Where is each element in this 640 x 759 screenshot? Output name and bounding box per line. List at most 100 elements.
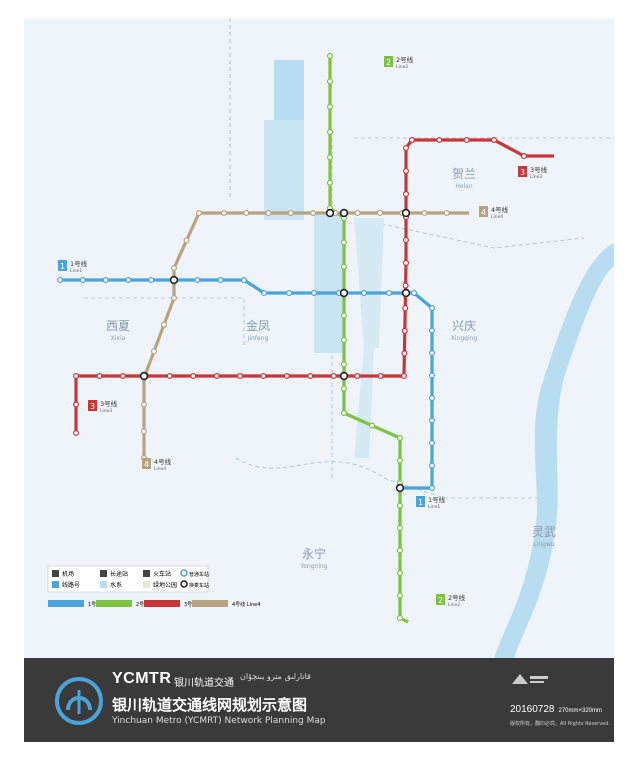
- line2-station[interactable]: [369, 422, 376, 429]
- line1-station[interactable]: [286, 290, 293, 297]
- line3-station[interactable]: [330, 373, 337, 380]
- line3-station[interactable]: [72, 401, 79, 408]
- line3-station[interactable]: [72, 373, 79, 380]
- line3-station[interactable]: [354, 373, 361, 380]
- line4-station[interactable]: [171, 295, 178, 302]
- line1-station[interactable]: [386, 290, 393, 297]
- line2-station[interactable]: [397, 592, 404, 599]
- line3-station[interactable]: [237, 373, 244, 380]
- transfer-station[interactable]: [401, 288, 411, 298]
- line2-station[interactable]: [341, 312, 348, 319]
- line2-station[interactable]: [341, 239, 348, 246]
- line3-station[interactable]: [402, 282, 409, 289]
- transfer-station[interactable]: [139, 371, 149, 381]
- line2-station[interactable]: [327, 179, 334, 186]
- line4-station[interactable]: [265, 210, 272, 217]
- transfer-station[interactable]: [339, 288, 349, 298]
- line2-station[interactable]: [397, 435, 404, 442]
- line4-station[interactable]: [376, 210, 383, 217]
- line3-station[interactable]: [402, 305, 409, 312]
- line3-station[interactable]: [260, 373, 267, 380]
- line2-station[interactable]: [341, 263, 348, 270]
- line2-station[interactable]: [397, 525, 404, 532]
- line1-station[interactable]: [261, 290, 268, 297]
- line1-station[interactable]: [148, 277, 155, 284]
- line2-station[interactable]: [341, 385, 348, 392]
- line1-station[interactable]: [125, 277, 132, 284]
- line3-station[interactable]: [119, 373, 126, 380]
- line2-station[interactable]: [327, 78, 334, 85]
- line3-station[interactable]: [401, 350, 408, 357]
- line2-station[interactable]: [327, 154, 334, 161]
- line1-station[interactable]: [311, 290, 318, 297]
- line1-station[interactable]: [429, 440, 436, 447]
- line1-station[interactable]: [361, 290, 368, 297]
- line3-station[interactable]: [491, 136, 498, 143]
- line2-station[interactable]: [397, 547, 404, 554]
- line4-station[interactable]: [221, 210, 228, 217]
- line1-station[interactable]: [411, 290, 418, 297]
- line3-station[interactable]: [409, 136, 416, 143]
- line2-station[interactable]: [397, 502, 404, 509]
- line3-station[interactable]: [436, 136, 443, 143]
- line4-station[interactable]: [421, 210, 428, 217]
- line3-station[interactable]: [401, 373, 408, 380]
- transfer-station[interactable]: [401, 208, 411, 218]
- line1-station[interactable]: [102, 277, 109, 284]
- line2-station[interactable]: [327, 52, 334, 59]
- line1-station[interactable]: [217, 277, 224, 284]
- transfer-station[interactable]: [169, 275, 179, 285]
- line4-station[interactable]: [161, 321, 168, 328]
- line1-station[interactable]: [429, 305, 436, 312]
- line3-station[interactable]: [307, 373, 314, 380]
- line4-station[interactable]: [196, 210, 203, 217]
- line1-station[interactable]: [241, 277, 248, 284]
- line3-station[interactable]: [166, 373, 173, 380]
- line2-station[interactable]: [341, 361, 348, 368]
- line2-station[interactable]: [397, 457, 404, 464]
- line4-station[interactable]: [287, 210, 294, 217]
- line3-station[interactable]: [403, 191, 410, 198]
- line3-station[interactable]: [401, 327, 408, 334]
- line3-station[interactable]: [213, 373, 220, 380]
- line4-station[interactable]: [140, 401, 147, 408]
- line3-station[interactable]: [283, 373, 290, 380]
- line1-station[interactable]: [56, 277, 63, 284]
- line3-station[interactable]: [403, 260, 410, 267]
- line1-station[interactable]: [429, 417, 436, 424]
- line1-station[interactable]: [429, 462, 436, 469]
- transfer-station[interactable]: [325, 208, 335, 218]
- line1-station[interactable]: [429, 485, 436, 492]
- line1-station[interactable]: [429, 395, 436, 402]
- line2-station[interactable]: [397, 614, 404, 621]
- line1-station[interactable]: [429, 327, 436, 334]
- line3-station[interactable]: [403, 144, 410, 151]
- line2-station[interactable]: [327, 128, 334, 135]
- line1-station[interactable]: [79, 277, 86, 284]
- line4-station[interactable]: [183, 237, 190, 244]
- line3-station[interactable]: [96, 373, 103, 380]
- line2-station[interactable]: [327, 103, 334, 110]
- line4-station[interactable]: [150, 348, 157, 355]
- line1-station[interactable]: [429, 372, 436, 379]
- line1-station[interactable]: [429, 350, 436, 357]
- line3-station[interactable]: [403, 168, 410, 175]
- line2-station[interactable]: [341, 410, 348, 417]
- transfer-station[interactable]: [339, 208, 349, 218]
- line4-station[interactable]: [140, 428, 147, 435]
- line3-station[interactable]: [190, 373, 197, 380]
- line2-station[interactable]: [341, 336, 348, 343]
- transfer-station[interactable]: [339, 371, 349, 381]
- line4-station[interactable]: [354, 210, 361, 217]
- line3-station[interactable]: [463, 136, 470, 143]
- line3-station[interactable]: [377, 373, 384, 380]
- line4-station[interactable]: [443, 210, 450, 217]
- line3-station[interactable]: [403, 237, 410, 244]
- line3-station[interactable]: [521, 153, 528, 160]
- line3-station[interactable]: [72, 430, 79, 437]
- line4-station[interactable]: [171, 265, 178, 272]
- line4-station[interactable]: [243, 210, 250, 217]
- line1-station[interactable]: [194, 277, 201, 284]
- transfer-station[interactable]: [395, 483, 405, 493]
